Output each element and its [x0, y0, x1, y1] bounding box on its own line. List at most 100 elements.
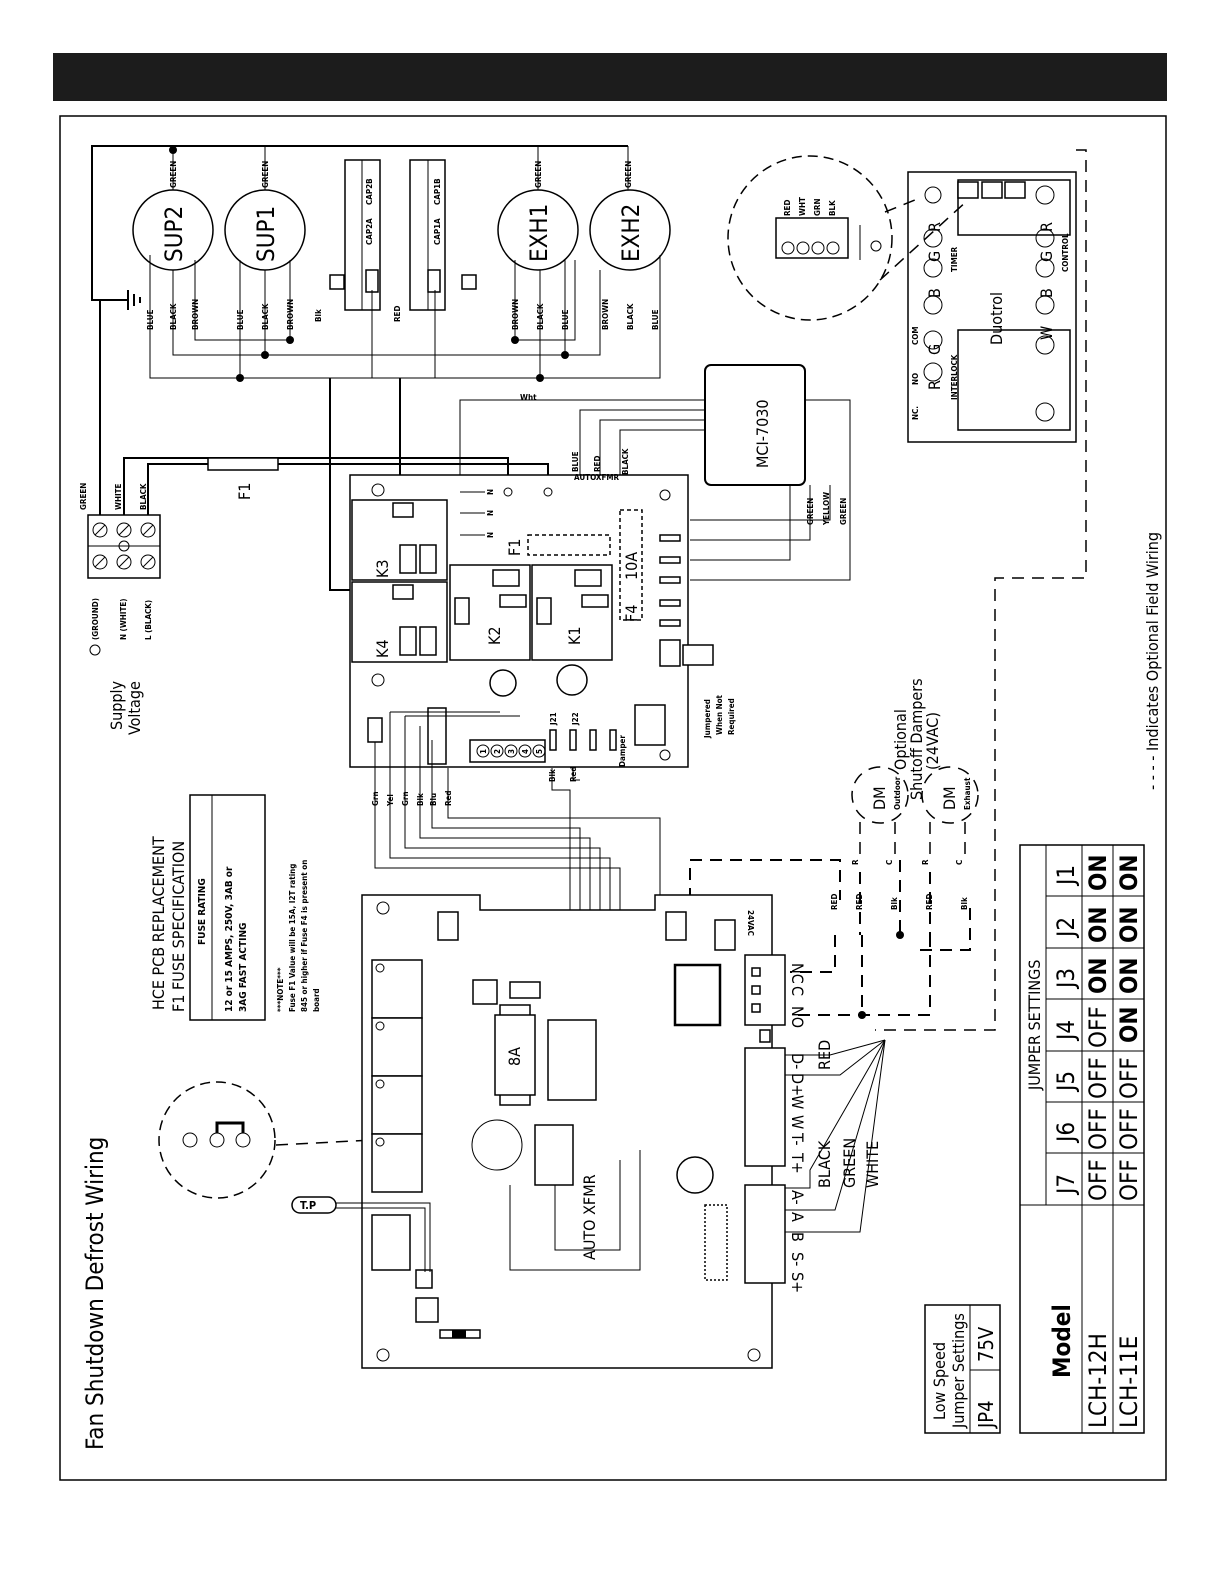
jumper-col-j7: J7	[1052, 1174, 1080, 1196]
wire-label-green-exh2: GREEN	[624, 161, 633, 188]
dampers-title-line3: (24VAC)	[923, 712, 942, 770]
term-a-minus: A-	[788, 1190, 807, 1205]
term-w-1: W	[788, 1095, 807, 1109]
wire-label-black-supply: BLACK	[139, 483, 148, 510]
jumper-row2-j2: ON	[1115, 907, 1143, 943]
jumper-row2-j7: OFF	[1115, 1159, 1143, 1201]
svg-text:N: N	[486, 510, 495, 516]
relay-k2: K2	[485, 626, 504, 645]
svg-text:N: N	[486, 532, 495, 538]
term-t-minus: T-	[788, 1132, 807, 1146]
jumper-row1-j1: ON	[1084, 855, 1112, 891]
damper-r-1: R	[851, 859, 860, 865]
jumpered-line2: When Not	[715, 694, 724, 735]
svg-text:T.P: T.P	[300, 1199, 316, 1212]
wire-label-blk-1: Blk	[416, 793, 425, 806]
jumper-row2-j1: ON	[1115, 855, 1143, 891]
damper-c-2: C	[955, 860, 964, 865]
damper-outdoor: DM Outdoor	[851, 766, 909, 860]
hce-fuse-table: FUSE RATING 12 or 15 AMPS, 250V, 3AB or …	[189, 794, 266, 1021]
svg-text:CAP2B: CAP2B	[365, 178, 374, 205]
wire-label-grn-1: Grn	[371, 791, 380, 806]
wire-label-red-1: Red	[444, 790, 453, 806]
svg-text:R: R	[925, 380, 944, 390]
svg-text:TIMER: TIMER	[950, 246, 959, 272]
jumper-col-j5: J5	[1052, 1071, 1080, 1093]
svg-text:EXH2: EXH2	[617, 204, 645, 262]
wire-label-black-3: BLACK	[536, 303, 545, 330]
pcb-j21-label: J21	[549, 712, 558, 726]
jumper-row2-j4: ON	[1115, 1007, 1143, 1043]
term-t-plus: T+	[788, 1152, 807, 1174]
jumper-col-j3: J3	[1052, 968, 1080, 990]
supply-ground-label: (GROUND)	[91, 598, 100, 640]
bus-wire-red: RED	[815, 1040, 834, 1070]
capacitor-group-sup: CAP2B CAP2A	[329, 159, 381, 311]
svg-text:Duotrol: Duotrol	[987, 292, 1006, 345]
low-speed-table: Low Speed Jumper Settings JP4 75V	[924, 1304, 1001, 1434]
svg-text:NO: NO	[911, 373, 920, 385]
jumper-col-j1: J1	[1052, 865, 1080, 887]
hce-note-line1: ***NOTE***	[276, 967, 285, 1012]
wire-label-wht: Wht	[520, 393, 537, 402]
wire-label-red-xfmr: RED	[593, 456, 602, 472]
svg-text:INTERLOCK: INTERLOCK	[950, 354, 959, 400]
supply-voltage-line1: Supply	[107, 680, 126, 730]
bus-wires	[785, 1039, 886, 1233]
svg-text:G: G	[925, 344, 944, 355]
term-d-minus: D-	[788, 1053, 807, 1069]
bus-wire-white: WHITE	[863, 1141, 882, 1188]
svg-text:4: 4	[521, 749, 530, 754]
wire-label-blk-relay: Blk	[314, 309, 323, 322]
wire-label-green-sup2: GREEN	[169, 161, 178, 188]
svg-text:3AG FAST ACTING: 3AG FAST ACTING	[238, 923, 249, 1012]
svg-text:12 or 15 AMPS, 250V, 3AB or: 12 or 15 AMPS, 250V, 3AB or	[224, 866, 235, 1012]
jumper-row2-j6: OFF	[1115, 1108, 1143, 1150]
damper-r-2: R	[921, 859, 930, 865]
jumper-row1-j6: OFF	[1084, 1108, 1112, 1150]
svg-text:DM: DM	[940, 786, 959, 810]
svg-text:N: N	[486, 489, 495, 495]
pcb-lower: 8A AUTO XFMR 24VAC NC C NO D- D+ W W	[361, 894, 807, 1369]
motor-exh2: EXH2	[589, 189, 671, 271]
term-s-plus: S+	[788, 1272, 807, 1293]
jumpered-line1: Jumpered	[703, 699, 712, 739]
wire-label-brown-3: BROWN	[511, 299, 520, 330]
wire-label-blue-3: BLUE	[561, 309, 570, 330]
diagram-title: Fan Shutdown Defrost Wiring	[81, 1137, 109, 1450]
svg-text:RED: RED	[783, 200, 792, 216]
svg-text:MCI-7030: MCI-7030	[753, 399, 772, 468]
legend-optional-wiring: - - - - Indicates Optional Field Wiring	[1143, 532, 1162, 790]
dampers-title-line2: Shutoff Dampers	[907, 678, 926, 800]
jumper-row1-j7: OFF	[1084, 1159, 1112, 1201]
jumper-row1-j4: OFF	[1084, 1006, 1112, 1048]
svg-text:G: G	[925, 251, 944, 262]
svg-text:SUP1: SUP1	[252, 206, 280, 262]
svg-text:CONTROL: CONTROL	[1061, 233, 1070, 272]
wire-label-black-4: BLACK	[626, 303, 635, 330]
svg-text:DM: DM	[870, 786, 889, 810]
pcb-auto-xfmr: AUTO XFMR	[580, 1174, 599, 1260]
wire-label-grn-2: Grn	[401, 791, 410, 806]
wire-label-green-xfmr1: GREEN	[806, 498, 815, 525]
jumper-col-j4: J4	[1052, 1020, 1080, 1042]
relay-k4: K4	[373, 639, 392, 658]
svg-text:2: 2	[493, 749, 502, 754]
jumper-col-j6: J6	[1052, 1122, 1080, 1144]
duotrol-inset: RED WHT GRN BLK	[727, 155, 969, 321]
wire-label-brown-4: BROWN	[601, 299, 610, 330]
motor-sup1: SUP1	[224, 189, 306, 271]
pcb-upper: K3 K4 K2 K1 F1 10A F4 AUTOXFMR	[349, 473, 736, 768]
ground-symbol-icon	[89, 644, 101, 656]
damper-blk-1: Blk	[890, 897, 899, 910]
svg-text:B: B	[1037, 288, 1056, 298]
pcb-j22-label: J22	[571, 712, 580, 726]
damper-blk-2: Blk	[960, 897, 969, 910]
jumper-row1-j3: ON	[1084, 958, 1112, 994]
term-d-plus: D+	[788, 1073, 807, 1096]
svg-text:75V: 75V	[974, 1326, 998, 1362]
relay-k3: K3	[373, 559, 392, 578]
svg-text:JP4: JP4	[974, 1400, 998, 1429]
pcb-fuse-10a: 10A	[622, 552, 641, 580]
